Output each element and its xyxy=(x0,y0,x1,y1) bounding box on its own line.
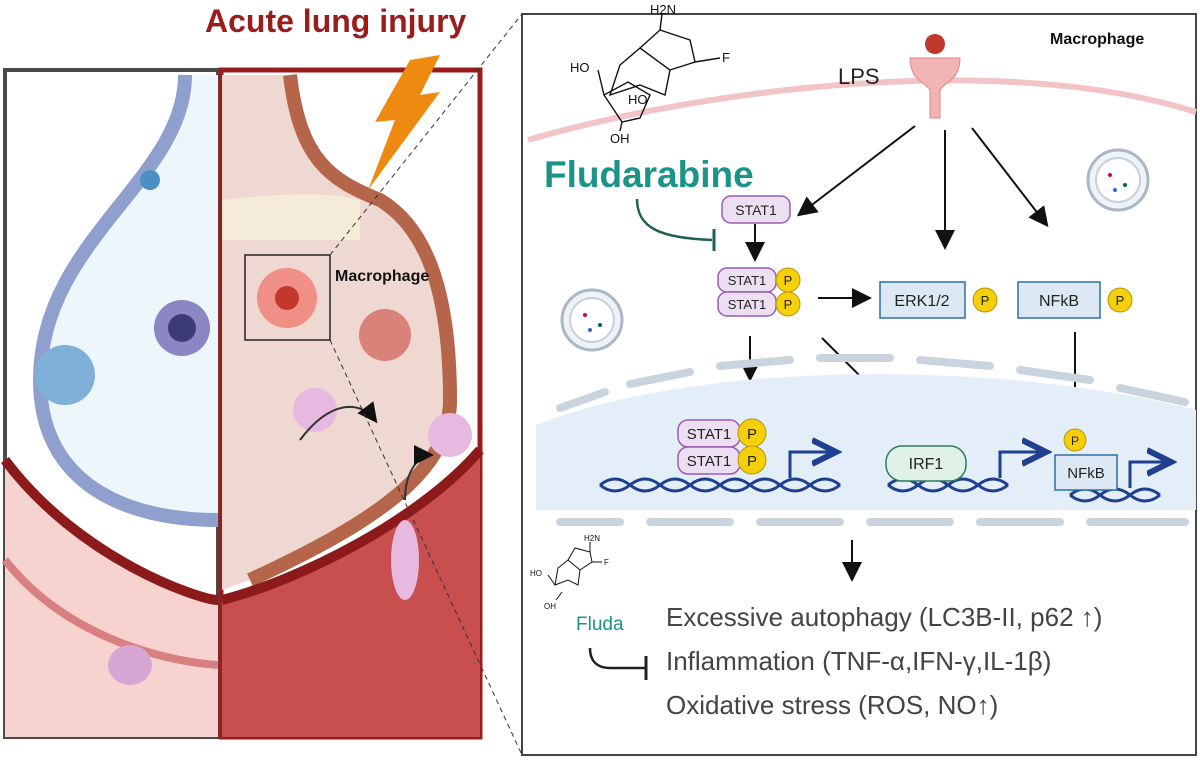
hydroxyl-label: OH xyxy=(544,602,556,611)
amine-label: H2N xyxy=(584,534,600,543)
lightning-icon xyxy=(368,55,440,190)
phospho-label: P xyxy=(1071,434,1079,448)
phospho-label: P xyxy=(784,273,793,288)
hydroxyl-label: HO xyxy=(570,60,590,75)
stat1-label: STAT1 xyxy=(728,273,767,288)
nfkb-label: NFkB xyxy=(1039,293,1079,310)
outcome-inflammation: Inflammation (TNF-α,IFN-γ,IL-1β) xyxy=(666,646,1051,676)
figure-title: Acute lung injury xyxy=(205,3,467,39)
healthy-vessel xyxy=(5,460,218,737)
stat1-label: STAT1 xyxy=(735,202,777,218)
phospho-label: P xyxy=(784,297,793,312)
nucleus-shape xyxy=(168,314,196,342)
fluda-structure-small xyxy=(547,542,602,601)
fluorine-label: F xyxy=(604,558,609,567)
tlr4-receptor xyxy=(909,34,961,119)
injured-vessel xyxy=(222,450,480,737)
phospho-label: P xyxy=(981,293,990,308)
phospho-label: P xyxy=(747,453,757,470)
nucleus-shape xyxy=(275,286,299,310)
dendritic-cell xyxy=(35,345,95,405)
hydroxyl-label-2: HO xyxy=(628,92,648,107)
erk-label: ERK1/2 xyxy=(894,293,949,310)
edema-region xyxy=(222,194,360,240)
nuclear-envelope xyxy=(556,354,1189,526)
erk-node xyxy=(879,281,966,319)
migration-arrow xyxy=(404,445,434,501)
phospho-label: P xyxy=(1116,293,1125,308)
nfkb-label: NFkB xyxy=(1067,465,1105,482)
vessel-wall xyxy=(220,446,484,605)
cell-membrane xyxy=(527,77,1197,143)
stat1-label: STAT1 xyxy=(728,297,767,312)
healthy-alveolus xyxy=(40,75,218,520)
fluorine-label: F xyxy=(722,50,730,65)
stat1-label: STAT1 xyxy=(687,426,731,443)
phospho-label: P xyxy=(747,426,757,443)
outcome-autophagy: Excessive autophagy (LC3B-II, p62 ↑) xyxy=(666,602,1102,632)
phospho-icon xyxy=(1063,428,1087,452)
injured-wall xyxy=(247,74,458,587)
stat1-label: STAT1 xyxy=(687,453,731,470)
vessel-wall-inner xyxy=(1,557,219,669)
cell-label: Macrophage xyxy=(1050,31,1144,48)
autophagosome-icon xyxy=(1086,148,1150,212)
hydroxyl-label-3: OH xyxy=(610,131,630,146)
amine-label: H2N xyxy=(650,2,676,17)
inhibition-arrow xyxy=(588,647,646,670)
nfkb-node xyxy=(1017,281,1101,319)
fludarabine-structure xyxy=(597,13,721,132)
migration-arrow xyxy=(299,401,378,441)
neutrophil xyxy=(391,520,419,600)
outcome-oxidative-stress: Oxidative stress (ROS, NO↑) xyxy=(666,690,998,720)
macrophage-cell xyxy=(359,309,411,361)
lung-illustration: Macrophage xyxy=(1,13,523,756)
epithelial-cell xyxy=(140,170,160,190)
transcription-arrow xyxy=(788,452,1165,488)
drug-short-name: Fluda xyxy=(576,614,624,635)
neutrophil xyxy=(293,388,337,432)
neutrophil xyxy=(108,645,152,685)
lps-stat1-arrow xyxy=(796,125,916,217)
phospho-icon xyxy=(972,287,998,313)
nuclear-stat1-dimer xyxy=(677,418,767,475)
phospho-stat1-dimer xyxy=(717,267,801,317)
macrophage-label-left: Macrophage xyxy=(335,268,429,285)
neutrophil xyxy=(428,413,472,457)
zoom-box xyxy=(244,254,331,341)
lps-nfkb-arrow xyxy=(971,127,1049,228)
vessel-wall xyxy=(1,456,219,605)
irf1-label: IRF1 xyxy=(909,456,944,473)
drug-name: Fludarabine xyxy=(544,154,754,195)
phospho-icon xyxy=(1107,287,1133,313)
hydroxyl-label: HO xyxy=(530,569,542,578)
stat1-node xyxy=(721,195,791,224)
lps-label: LPS xyxy=(838,64,880,89)
dna-helix xyxy=(599,477,1161,503)
nucleus xyxy=(536,374,1196,510)
irf1-node xyxy=(885,445,967,482)
macrophage-panel-frame xyxy=(521,13,1197,756)
inhibition-arrow xyxy=(635,198,713,242)
zoom-line xyxy=(329,13,523,256)
nuclear-nfkb-node xyxy=(1054,454,1118,491)
autophagosome-icon xyxy=(560,288,624,352)
zoom-line xyxy=(329,339,523,756)
